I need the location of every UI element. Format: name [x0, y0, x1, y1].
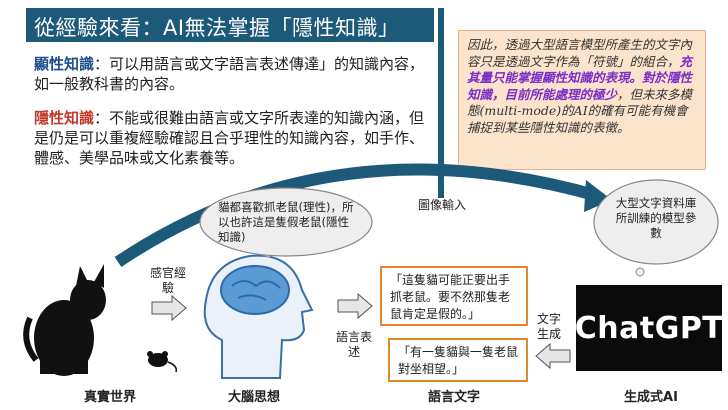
generation-arrow [535, 342, 571, 370]
sense-arrow [151, 294, 187, 322]
explicit-knowledge-text: ：可以用語言或文字語言表述傳達」的知識內容，如一般教科書的內容。 [34, 55, 425, 93]
mouse-silhouette [147, 351, 178, 373]
chatgpt-logo-box: ChatGPT [576, 285, 722, 371]
note-box: 因此，透過大型語言模型所產生的文字內容只是透過文字作為「符號」的組合，充其量只能… [458, 30, 706, 170]
tacit-knowledge-text: ：不能或很難由語言或文字所表達的知識內涵，但是仍是可以重複經驗確認且合乎理性的知… [34, 109, 425, 167]
language-arrow [337, 292, 373, 320]
cat-silhouette [23, 264, 106, 376]
image-input-arc [114, 163, 600, 267]
label-language: 語言文字 [427, 390, 480, 405]
note-text-1: 因此，透過大型語言模型所產生的文字內容只是透過文字作為「符號」的組合， [467, 37, 693, 69]
text-generation-label: 文字生成 [536, 312, 561, 341]
label-real-world: 真實世界 [83, 390, 136, 405]
image-input-label: 圖像輸入 [417, 198, 466, 212]
chatgpt-logo-text: ChatGPT [576, 310, 722, 346]
language-expression-label: 語言表述 [336, 330, 373, 359]
arc-arrowhead [584, 180, 612, 212]
label-gen-ai: 生成式AI [624, 390, 678, 405]
sense-experience-label: 感官經驗 [150, 266, 187, 295]
title-bar [26, 8, 434, 42]
model-cloud-text: 大型文字資料庫所訓練的模型參數 [615, 196, 697, 240]
note-highlight: 充其量只能掌握顯性知識的表現。對於隱性知識，目前所能處理的極少 [467, 53, 693, 102]
model-cloud [593, 179, 719, 265]
accent-side-bar [438, 8, 444, 198]
explicit-knowledge-term: 顯性知識 [34, 55, 95, 73]
thought-cloud-text: 貓都喜歡抓老鼠(理性)，所以也許這是隻假老鼠(隱性知識) [218, 200, 354, 244]
label-brain: 大腦思想 [227, 390, 280, 405]
thought-cloud [199, 187, 373, 257]
tacit-knowledge-term: 隱性知識 [34, 109, 95, 127]
quote-box-top: 「這隻貓可能正要出手抓老鼠。要不然那隻老鼠肯定是假的。」 [380, 266, 528, 326]
page-title: 從經驗來看：AI無法掌握「隱性知識」 [34, 16, 400, 40]
note-text-2: ，但未來多模態(multi-mode)的AI的確有可能有機會捕捉到某些隱性知識的… [467, 86, 693, 135]
quote-box-bottom: 「有一隻貓與一隻老鼠對坐相望。」 [388, 338, 528, 382]
explicit-knowledge-paragraph: 顯性知識：可以用語言或文字語言表述傳達」的知識內容，如一般教科書的內容。 [34, 54, 434, 94]
head-with-brain [203, 254, 314, 379]
model-cloud-dot [635, 267, 645, 277]
tacit-knowledge-paragraph: 隱性知識：不能或很難由語言或文字所表達的知識內涵，但是仍是可以重複經驗確認且合乎… [34, 108, 434, 168]
